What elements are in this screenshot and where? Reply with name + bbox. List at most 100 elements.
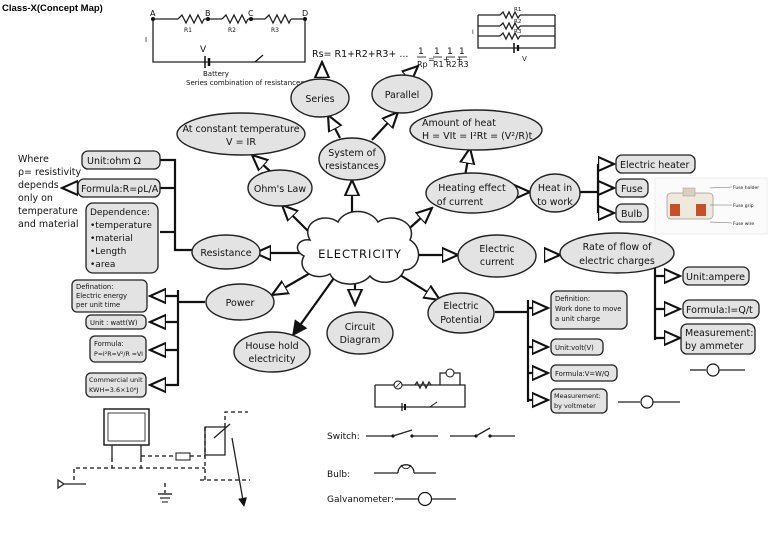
parallel-circuit-diagram: R1 R2 R3 I V xyxy=(472,7,556,63)
series-voltage-label: V xyxy=(200,45,207,55)
household-electricity-node[interactable]: House hold electricity xyxy=(233,331,311,373)
page-title: Class-X(Concept Map) xyxy=(2,3,103,14)
svg-text:+: + xyxy=(456,55,463,64)
dependence-line5: •area xyxy=(90,260,115,270)
bulb-node[interactable]: Bulb xyxy=(615,203,649,223)
potential-formula-box[interactable]: Formula:V=W/Q xyxy=(550,364,618,382)
rate-flow-line2: electric charges xyxy=(579,256,655,267)
potential-line1: Electric xyxy=(443,301,478,312)
resistance-unit-box[interactable]: Unit:ohm Ω xyxy=(81,150,161,170)
series-r3-label: R3 xyxy=(271,27,279,34)
current-unit-box[interactable]: Unit:ampere xyxy=(682,266,750,286)
power-unit-label: Unit : watt(W) xyxy=(90,319,138,327)
rate-of-flow-node[interactable]: Rate of flow of electric charges xyxy=(559,232,675,274)
potential-def-line2: Work done to move xyxy=(555,305,621,313)
parallel-node-label: Parallel xyxy=(385,90,420,101)
potential-measure-line1: Measurement: xyxy=(554,392,601,400)
fuse-wire-label: Fuse wire xyxy=(733,221,754,227)
resistivity-note-line2: ρ= resistivity xyxy=(18,167,81,178)
potential-line2: Potential xyxy=(440,315,482,326)
parallel-formula-den-3: R2 xyxy=(446,60,457,69)
current-line2: current xyxy=(480,257,515,268)
potential-measurement-box[interactable]: Measurement: by voltmeter xyxy=(550,388,608,414)
electricity-label: ELECTRICITY xyxy=(318,247,402,261)
parallel-formula-den-4: R3 xyxy=(458,60,469,69)
series-current-label: I xyxy=(145,36,147,44)
heat-work-line2: to work xyxy=(537,197,573,208)
parallel-node[interactable]: Parallel xyxy=(371,74,433,114)
current-formula-box[interactable]: Formula:I=Q/t xyxy=(682,299,760,319)
dependence-line1: Dependence: xyxy=(90,208,150,218)
series-caption: Series combination of resistances xyxy=(186,79,304,87)
power-formula-box[interactable]: Formula: P=I²R=V²/R =VI xyxy=(89,335,147,363)
heat-to-work-node[interactable]: Heat in to work xyxy=(529,173,581,213)
resistivity-note: Where ρ= resistivity depends only on tem… xyxy=(18,154,81,230)
constant-temp-line1: At constant temperature xyxy=(182,124,299,135)
electric-potential-node[interactable]: Electric Potential xyxy=(427,292,495,334)
power-def-line1: Defination: xyxy=(76,283,113,291)
current-measure-line1: Measurement: xyxy=(685,328,753,339)
resistance-dependence-box[interactable]: Dependence: •temperature •material •Leng… xyxy=(85,202,159,274)
system-of-resistances-node[interactable]: System of resistances xyxy=(318,137,386,181)
power-unit-box[interactable]: Unit : watt(W) xyxy=(85,314,147,330)
parallel-current-label: I xyxy=(472,29,474,36)
potential-definition-box[interactable]: Definition: Work done to move a unit cha… xyxy=(550,290,628,330)
dependence-line3: •material xyxy=(90,234,133,244)
res-formula-label: Formula:R=ρL/A xyxy=(81,184,159,195)
amount-heat-line1: Amount of heat xyxy=(422,118,496,129)
switch-label: Switch: xyxy=(327,432,360,442)
parallel-r2-label: R2 xyxy=(514,19,521,25)
power-definition-box[interactable]: Defination: Electric energy per unit tim… xyxy=(71,279,148,313)
system-label-line1: System of xyxy=(328,148,376,159)
parallel-formula-num-2: 1 xyxy=(434,47,440,57)
dependence-line2: •temperature xyxy=(90,221,152,231)
household-line1: House hold xyxy=(245,341,298,352)
ohms-law-node[interactable]: Ohm's Law xyxy=(247,169,313,207)
electric-current-node[interactable]: Electric current xyxy=(457,234,537,278)
parallel-formula: 1 Rp = 1 R1 + 1 R2 + 1 R3 xyxy=(417,47,469,69)
power-def-line3: per unit time xyxy=(76,301,120,309)
household-wiring-sketch xyxy=(57,408,250,507)
series-node-label: Series xyxy=(305,94,334,105)
heat-work-line1: Heat in xyxy=(538,183,572,194)
resistance-node[interactable]: Resistance xyxy=(191,234,261,270)
power-formula-line1: Formula: xyxy=(94,340,124,348)
parallel-formula-den-1: Rp xyxy=(417,60,428,69)
electric-heater-node[interactable]: Electric heater xyxy=(615,154,696,174)
circuit-diagram-node[interactable]: Circuit Diagram xyxy=(326,311,394,355)
parallel-voltage-label: V xyxy=(522,55,527,63)
electricity-center-node[interactable]: ELECTRICITY xyxy=(296,210,420,285)
amount-of-heat-node[interactable]: Amount of heat H = VIt = I²Rt = (V²/R)t xyxy=(409,109,543,151)
power-commercial-box[interactable]: Commercial unit KWH=3.6×10⁶J xyxy=(85,372,147,398)
fuse-node[interactable]: Fuse xyxy=(615,178,649,198)
rate-flow-line1: Rate of flow of xyxy=(583,242,652,253)
constant-temperature-node[interactable]: At constant temperature V = IR xyxy=(176,112,306,156)
current-measurement-box[interactable]: Measurement: by ammeter xyxy=(680,323,756,355)
dependence-line4: •Length xyxy=(90,247,126,257)
resistivity-note-line6: and material xyxy=(18,219,79,230)
resistivity-note-line4: only on xyxy=(18,193,53,204)
current-measure-line2: by ammeter xyxy=(685,341,743,352)
series-point-b: B xyxy=(205,9,211,18)
heating-effect-node[interactable]: Heating effect of current xyxy=(425,172,519,214)
series-point-d: D xyxy=(302,9,308,18)
power-node[interactable]: Power xyxy=(205,283,275,321)
heating-line1: Heating effect xyxy=(438,183,506,194)
resistivity-note-line1: Where xyxy=(18,154,49,165)
amount-heat-line2: H = VIt = I²Rt = (V²/R)t xyxy=(422,131,533,142)
sample-circuit-drawing xyxy=(374,368,466,411)
current-formula-label: Formula:I=Q/t xyxy=(686,305,753,316)
power-formula-line2: P=I²R=V²/R =VI xyxy=(94,351,143,358)
ammeter-symbol xyxy=(690,363,745,377)
current-unit-label: Unit:ampere xyxy=(686,272,745,283)
bulb-symbol-label: Bulb: xyxy=(327,470,350,480)
series-point-a: A xyxy=(150,9,156,18)
power-label: Power xyxy=(226,298,255,309)
potential-def-line3: a unit charge xyxy=(555,315,600,323)
power-commercial-line2: KWH=3.6×10⁶J xyxy=(89,386,138,394)
potential-unit-box[interactable]: Unit:volt(V) xyxy=(550,338,604,356)
resistance-formula-box[interactable]: Formula:R=ρL/A xyxy=(77,178,161,198)
series-node[interactable]: Series xyxy=(290,78,350,118)
series-r1-label: R1 xyxy=(184,27,192,34)
heating-line2: of current xyxy=(437,197,484,208)
